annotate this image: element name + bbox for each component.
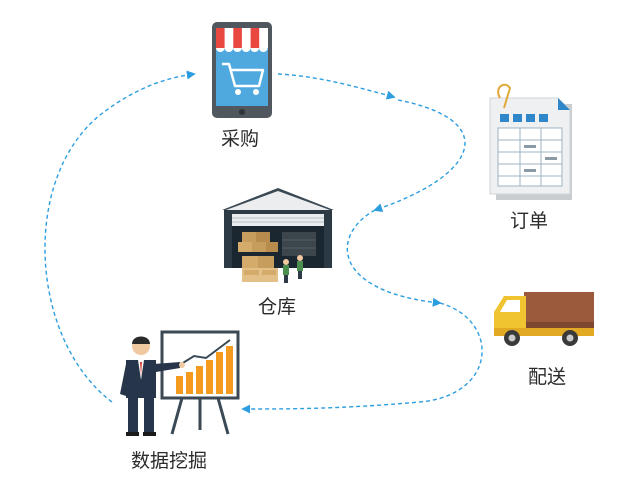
arrow-delivery-to-data-mining [241, 302, 483, 414]
delivery-truck-icon [494, 292, 594, 346]
arrow-order-to-warehouse [373, 99, 466, 212]
node-label-order: 订单 [510, 210, 549, 232]
arrow-data-mining-to-purchase [44, 70, 196, 403]
order-form-icon [489, 83, 572, 200]
arrow-purchase-to-order [277, 73, 396, 100]
node-label-purchase: 采购 [221, 128, 260, 150]
node-label-data-mining: 数据挖掘 [131, 450, 208, 472]
node-label-warehouse: 仓库 [258, 296, 297, 318]
node-label-delivery: 配送 [528, 366, 567, 388]
warehouse-icon [222, 188, 334, 283]
presenter-chart-icon [120, 330, 240, 436]
arrow-warehouse-to-delivery [346, 209, 442, 307]
shopping-phone-icon [212, 22, 272, 118]
